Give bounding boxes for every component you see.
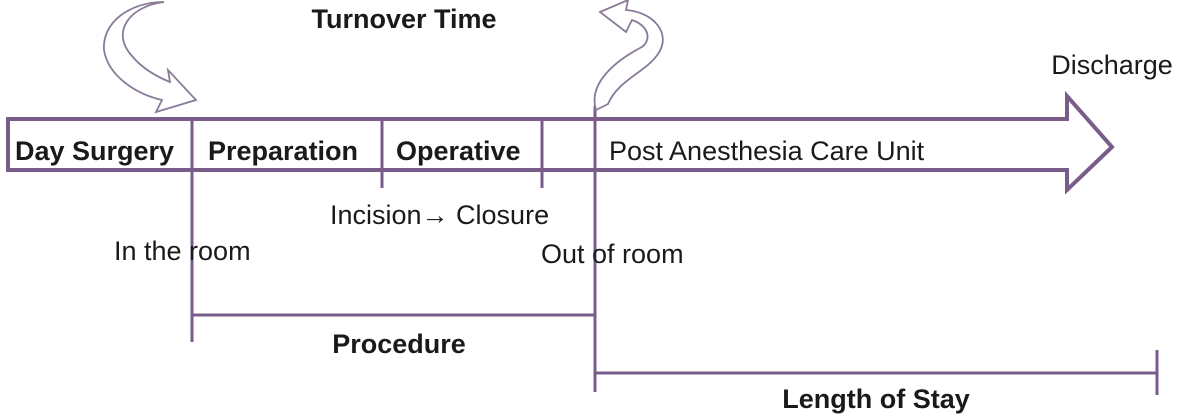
event-in-the-room: In the room (114, 236, 251, 266)
turnover-curved-arrow-right-icon (593, 0, 664, 112)
turnover-curved-arrow-left-icon (103, 1, 198, 114)
segment-pacu: Post Anesthesia Care Unit (609, 136, 925, 166)
timeline-arrow (6, 90, 1115, 195)
event-incision-closure: Incision→ Closure (330, 200, 549, 230)
event-out-of-room: Out of room (541, 239, 684, 269)
segment-day-surgery: Day Surgery (15, 136, 174, 166)
discharge-label: Discharge (1051, 50, 1173, 80)
procedure-label: Procedure (332, 329, 466, 359)
length-of-stay-label: Length of Stay (782, 384, 970, 414)
segment-operative: Operative (396, 136, 521, 166)
segment-preparation: Preparation (208, 136, 358, 166)
diagram-title: Turnover Time (311, 4, 496, 34)
